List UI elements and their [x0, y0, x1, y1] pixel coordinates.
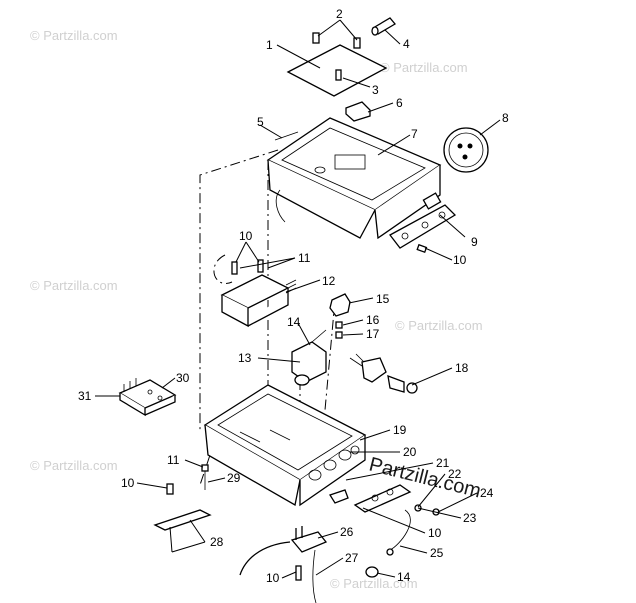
callout-19: 19 [393, 423, 407, 437]
callout-30: 30 [176, 371, 190, 385]
control-module [220, 274, 297, 328]
upper-housing [266, 117, 442, 240]
lower-housing [203, 384, 367, 507]
fuse [371, 17, 396, 36]
connector-block [345, 101, 371, 122]
callout-10: 10 [453, 253, 467, 267]
callout-25: 25 [430, 546, 444, 560]
watermark: © Partzilla.com [30, 458, 118, 473]
callout-17: 17 [366, 327, 380, 341]
watermark: © Partzilla.com [30, 28, 118, 43]
callout-29: 29 [227, 471, 241, 485]
screw [335, 69, 342, 81]
callout-10: 10 [266, 571, 280, 585]
relay [329, 293, 351, 317]
solenoid-assembly [291, 329, 327, 386]
nut [335, 321, 343, 329]
callout-10: 10 [428, 526, 442, 540]
watermark: © Partzilla.com [30, 278, 118, 293]
callout-1: 1 [266, 38, 273, 52]
callout-21: 21 [436, 456, 450, 470]
key-switch [349, 353, 418, 394]
screw-pair [312, 32, 361, 49]
watermark: © Partzilla.com [395, 318, 483, 333]
rectifier-module [118, 378, 177, 417]
assembly-dash-line [324, 299, 336, 411]
screw [295, 565, 302, 581]
callout-2: 2 [336, 7, 343, 21]
callout-8: 8 [502, 111, 509, 125]
round-connector [443, 127, 489, 173]
callout-7: 7 [411, 127, 418, 141]
callout-9: 9 [471, 235, 478, 249]
screw [166, 483, 174, 495]
callout-4: 4 [403, 37, 410, 51]
bolt [201, 464, 209, 490]
watermark: © Partzilla.com [380, 60, 468, 75]
callout-13: 13 [238, 351, 252, 365]
assembly-dash-line [213, 254, 233, 285]
washer [335, 331, 343, 339]
callout-14: 14 [287, 315, 301, 329]
connector-plate [329, 484, 440, 516]
callout-28: 28 [210, 535, 224, 549]
hose [312, 549, 317, 603]
callout-16: 16 [366, 313, 380, 327]
callout-11: 11 [298, 251, 311, 265]
callout-15: 15 [376, 292, 390, 306]
assembly-dash-line [199, 149, 279, 430]
callout-5: 5 [257, 115, 264, 129]
cable-end [386, 548, 394, 556]
callout-10: 10 [121, 476, 135, 490]
mount-bracket [389, 192, 457, 249]
callout-11: 11 [167, 453, 180, 467]
screw-pair [231, 259, 264, 275]
watermark: © Partzilla.com [330, 576, 418, 591]
cap [365, 566, 379, 578]
callout-23: 23 [463, 511, 477, 525]
callout-22: 22 [448, 467, 462, 481]
callout-26: 26 [340, 525, 354, 539]
callout-27: 27 [345, 551, 359, 565]
callout-14: 14 [397, 570, 411, 584]
hose [239, 541, 291, 576]
sensor [290, 526, 328, 553]
cable [389, 509, 411, 551]
callout-18: 18 [455, 361, 469, 375]
callout-6: 6 [396, 96, 403, 110]
screw [416, 243, 428, 254]
wire [274, 131, 299, 141]
callout-12: 12 [322, 274, 336, 288]
callout-20: 20 [403, 445, 417, 459]
callout-10: 10 [239, 229, 253, 243]
callout-31: 31 [78, 389, 92, 403]
callout-24: 24 [480, 486, 494, 500]
mount-bracket [153, 509, 212, 531]
callout-3: 3 [372, 83, 379, 97]
leader-lines [95, 19, 501, 579]
